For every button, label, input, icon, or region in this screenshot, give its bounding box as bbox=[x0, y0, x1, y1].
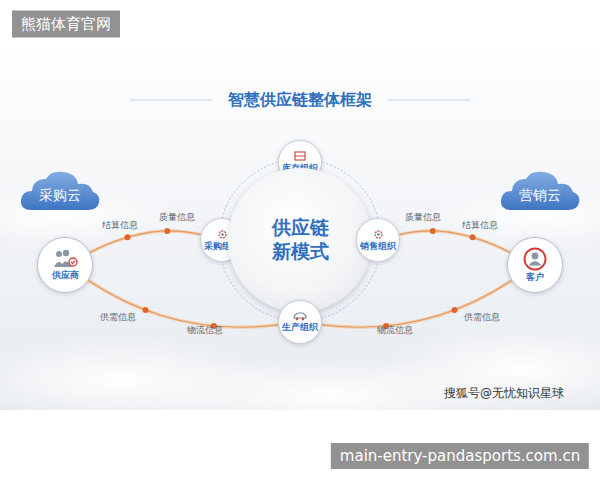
diagram-title: 智慧供应链整体框架 bbox=[0, 90, 600, 111]
flow-dot bbox=[164, 228, 170, 234]
flow-dot bbox=[452, 307, 458, 313]
info-label: 结算信息 bbox=[462, 219, 498, 232]
node-text: 生产组织 bbox=[282, 322, 318, 332]
source-watermark: 搜狐号@无忧知识星球 bbox=[444, 385, 564, 402]
cloud-node: 采购云 bbox=[18, 168, 102, 212]
info-label: 供需信息 bbox=[100, 311, 136, 324]
info-label: 结算信息 bbox=[102, 219, 138, 232]
flow-dot bbox=[124, 234, 130, 240]
flow-dot bbox=[142, 307, 148, 313]
info-label: 质量信息 bbox=[159, 211, 195, 224]
info-label: 质量信息 bbox=[405, 211, 441, 224]
info-label: 物流信息 bbox=[377, 324, 413, 337]
node-icon bbox=[216, 229, 229, 240]
watermark-tag: main-entry-pandasports.com.cn bbox=[331, 443, 589, 469]
node-text: 客户 bbox=[526, 272, 544, 282]
party-circle: 客户 bbox=[507, 237, 563, 293]
info-flow-line bbox=[399, 228, 510, 252]
org-circle: 生产组织 bbox=[278, 300, 322, 344]
node-text: 营销云 bbox=[519, 187, 561, 203]
core-circle: 供应链 新模式 bbox=[228, 168, 372, 312]
cloud-node: 营销云 bbox=[498, 168, 582, 212]
flow-dot bbox=[470, 234, 476, 240]
node-icon bbox=[293, 151, 307, 162]
node-icon bbox=[52, 249, 78, 269]
watermark-tag: 熊猫体育官网 bbox=[12, 11, 120, 38]
flow-line bbox=[90, 231, 201, 252]
node-icon bbox=[372, 229, 385, 240]
node-text: 供应商 bbox=[52, 270, 79, 280]
info-label: 供需信息 bbox=[464, 311, 500, 324]
org-circle: 销售组织 bbox=[356, 218, 400, 262]
flow-line-glow bbox=[399, 231, 510, 252]
flow-dot bbox=[430, 228, 436, 234]
node-icon bbox=[292, 311, 308, 321]
party-circle: 供应商 bbox=[37, 237, 93, 293]
node-text: 采购云 bbox=[39, 187, 81, 203]
flow-line bbox=[399, 231, 510, 252]
info-flow-line bbox=[90, 228, 201, 252]
info-label: 物流信息 bbox=[187, 324, 223, 337]
node-text: 销售组织 bbox=[360, 241, 396, 251]
node-icon bbox=[523, 247, 547, 271]
node-text: 供应链 新模式 bbox=[267, 216, 333, 264]
flow-line-glow bbox=[90, 231, 201, 252]
